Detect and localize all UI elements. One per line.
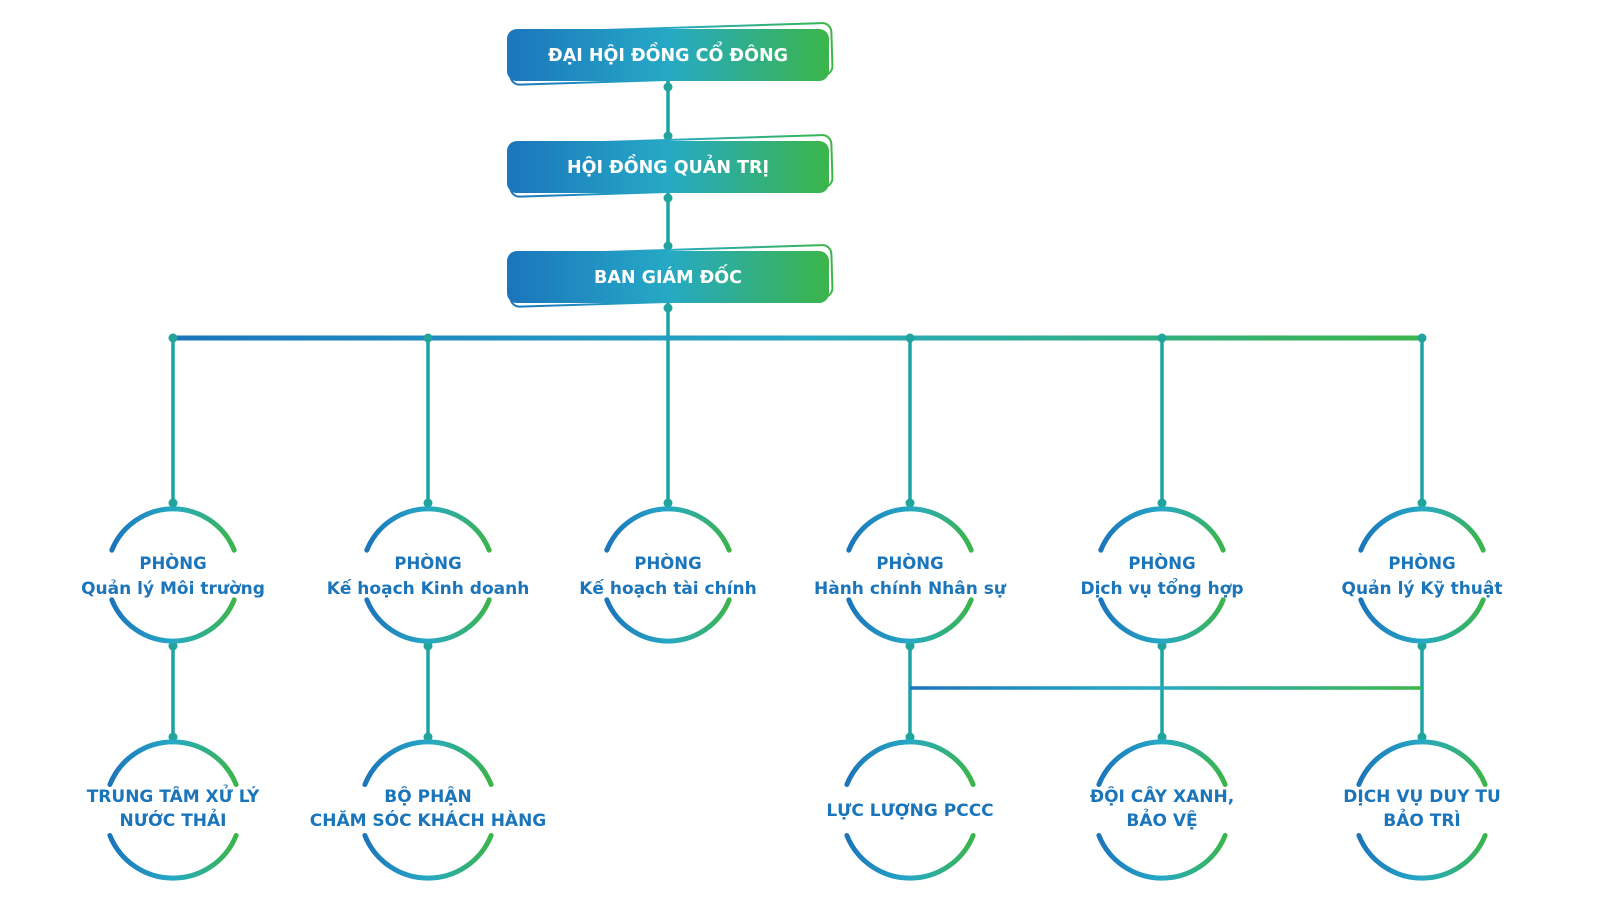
node-label-line1: PHÒNG <box>634 554 701 573</box>
node-dich-vu-duy-tu-bao-tri: DỊCH VỤ DUY TU BẢO TRÌ <box>1343 742 1501 878</box>
circle-ring <box>367 509 489 641</box>
node-label-line1: ĐỘI CÂY XANH, <box>1090 785 1234 807</box>
junction-dots <box>168 82 1427 742</box>
node-trung-tam-xu-ly-nuoc-thai: TRUNG TÂM XỬ LÝ NƯỚC THẢI <box>87 742 260 878</box>
circle-ring <box>849 509 971 641</box>
node-label-line2: Kế hoạch Kinh doanh <box>327 578 530 599</box>
node-label: ĐẠI HỘI ĐỒNG CỔ ĐÔNG <box>548 41 788 66</box>
circle-ring <box>607 509 729 641</box>
node-label-line2: BẢO TRÌ <box>1383 808 1461 831</box>
node-phong-ke-hoach-tai-chinh: PHÒNG Kế hoạch tài chính <box>579 509 757 641</box>
node-label-line1: PHÒNG <box>876 554 943 573</box>
node-label-line1: PHÒNG <box>1128 554 1195 573</box>
node-label-line2: Dịch vụ tổng hợp <box>1080 577 1243 599</box>
circle-ring <box>112 509 234 641</box>
circle-ring <box>365 742 491 878</box>
box-background <box>507 251 829 303</box>
circle-ring <box>1101 509 1223 641</box>
node-label-line1: PHÒNG <box>1388 554 1455 573</box>
circle-ring <box>1099 742 1225 878</box>
node-label-line2: Quản lý Kỹ thuật <box>1342 579 1503 599</box>
node-label: BAN GIÁM ĐỐC <box>594 264 742 288</box>
node-phong-ke-hoach-kinh-doanh: PHÒNG Kế hoạch Kinh doanh <box>327 509 530 641</box>
node-label-line2: CHĂM SÓC KHÁCH HÀNG <box>310 809 547 831</box>
circle-ring <box>1361 509 1483 641</box>
node-dai-hoi-dong-co-dong: ĐẠI HỘI ĐỒNG CỔ ĐÔNG <box>507 22 834 86</box>
node-label-line1: PHÒNG <box>139 554 206 573</box>
node-label-line2: Kế hoạch tài chính <box>579 578 757 599</box>
circle-ring <box>110 742 236 878</box>
connectors <box>171 81 1424 740</box>
node-luc-luong-pccc: LỰC LƯỢNG PCCC <box>826 742 994 878</box>
node-label-line2: Quản lý Môi trường <box>81 579 265 599</box>
box-background <box>507 29 829 81</box>
node-label-line1: DỊCH VỤ DUY TU <box>1343 787 1500 807</box>
node-bo-phan-cham-soc-khach-hang: BỘ PHẬN CHĂM SÓC KHÁCH HÀNG <box>310 742 547 878</box>
node-phong-quan-ly-moi-truong: PHÒNG Quản lý Môi trường <box>81 509 265 641</box>
node-doi-cay-xanh-bao-ve: ĐỘI CÂY XANH, BẢO VỆ <box>1090 742 1234 878</box>
node-hoi-dong-quan-tri: HỘI ĐỒNG QUẢN TRỊ <box>507 134 834 198</box>
circle-ring <box>1359 742 1485 878</box>
node-label-line1: TRUNG TÂM XỬ LÝ <box>87 783 260 807</box>
node-label-line1: PHÒNG <box>394 554 461 573</box>
node-phong-quan-ly-ky-thuat: PHÒNG Quản lý Kỹ thuật <box>1342 509 1503 641</box>
node-label-line1: LỰC LƯỢNG PCCC <box>826 801 993 821</box>
box-background <box>507 141 829 193</box>
node-label-line2: BẢO VỆ <box>1126 808 1197 831</box>
node-ban-giam-doc: BAN GIÁM ĐỐC <box>507 244 834 308</box>
node-label-line2: NƯỚC THẢI <box>120 808 227 831</box>
node-label: HỘI ĐỒNG QUẢN TRỊ <box>567 154 769 178</box>
node-label-line1: BỘ PHẬN <box>384 785 471 807</box>
node-phong-dich-vu-tong-hop: PHÒNG Dịch vụ tổng hợp <box>1080 509 1244 641</box>
node-label-line2: Hành chính Nhân sự <box>814 579 1007 599</box>
node-phong-hanh-chinh-nhan-su: PHÒNG Hành chính Nhân sự <box>814 509 1007 641</box>
